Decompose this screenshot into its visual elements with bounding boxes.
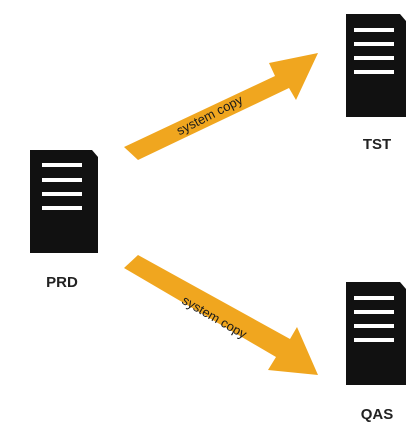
arrow-prd-to-tst-shape	[124, 53, 318, 160]
arrow-prd-to-qas: system copy	[124, 255, 318, 375]
server-tst-label: TST	[363, 136, 391, 153]
server-prd-icon	[30, 150, 98, 253]
server-qas-label: QAS	[361, 406, 394, 423]
arrow-prd-to-tst-label: system copy	[174, 92, 246, 138]
server-qas-icon	[346, 282, 406, 385]
server-tst-icon	[346, 14, 406, 117]
arrow-prd-to-qas-shape	[124, 255, 318, 375]
arrow-prd-to-tst: system copy	[124, 53, 318, 160]
server-prd-label: PRD	[46, 274, 78, 291]
